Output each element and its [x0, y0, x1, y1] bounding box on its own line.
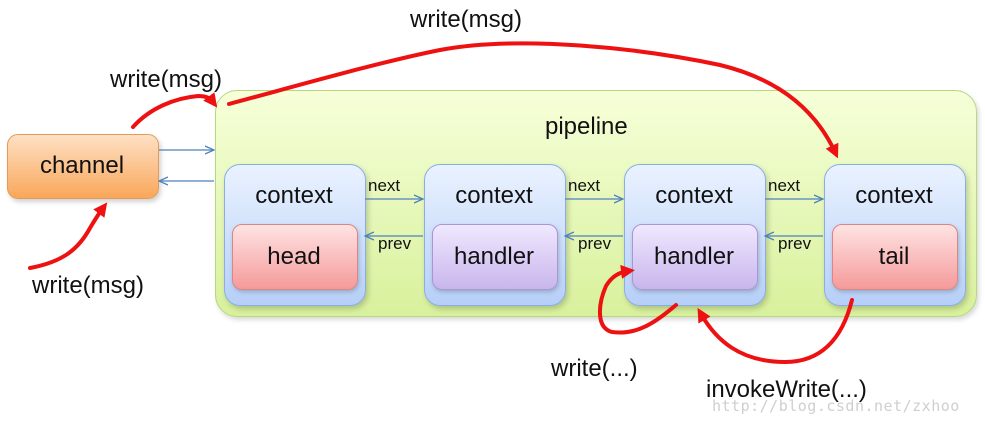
red-arrow-pipeline-to-tail: [227, 41, 839, 159]
prev-label-2: prev: [578, 234, 612, 253]
prev-label-3: prev: [778, 234, 812, 253]
context-label: context: [455, 182, 533, 209]
context-label: context: [655, 182, 733, 209]
watermark-text: http://blog.csdn.net/zxhoo: [712, 397, 960, 415]
handler-label: handler: [453, 243, 535, 270]
head-label: head: [267, 243, 321, 270]
write-msg-lower-left-label: write(msg): [32, 272, 144, 299]
write-msg-top-label: write(msg): [410, 6, 522, 33]
handler-box-1: [432, 224, 558, 290]
tail-box: [832, 224, 958, 290]
write-handler-label: write(...): [551, 355, 638, 382]
red-arrow-channel-to-pipeline: [131, 92, 218, 129]
next-label-1: next: [368, 176, 401, 195]
red-arrow-handler-write-loop: [598, 264, 678, 335]
red-arrow-into-channel: [28, 202, 108, 270]
write-msg-upper-left-label: write(msg): [110, 66, 222, 93]
next-label-3: next: [768, 176, 801, 195]
context-label: context: [255, 182, 333, 209]
context-label: context: [855, 182, 933, 209]
prev-label-1: prev: [378, 234, 412, 253]
next-label-2: next: [568, 176, 601, 195]
red-arrow-tail-to-handler: [697, 298, 854, 365]
channel-label: channel: [39, 152, 125, 179]
channel-box: [7, 134, 159, 199]
handler-label: handler: [653, 243, 735, 270]
pipeline-title: pipeline: [545, 113, 628, 140]
tail-label: tail: [878, 243, 910, 270]
handler-box-2: [632, 224, 758, 290]
head-box: [232, 224, 358, 290]
invoke-write-label: invokeWrite(...): [706, 376, 867, 403]
